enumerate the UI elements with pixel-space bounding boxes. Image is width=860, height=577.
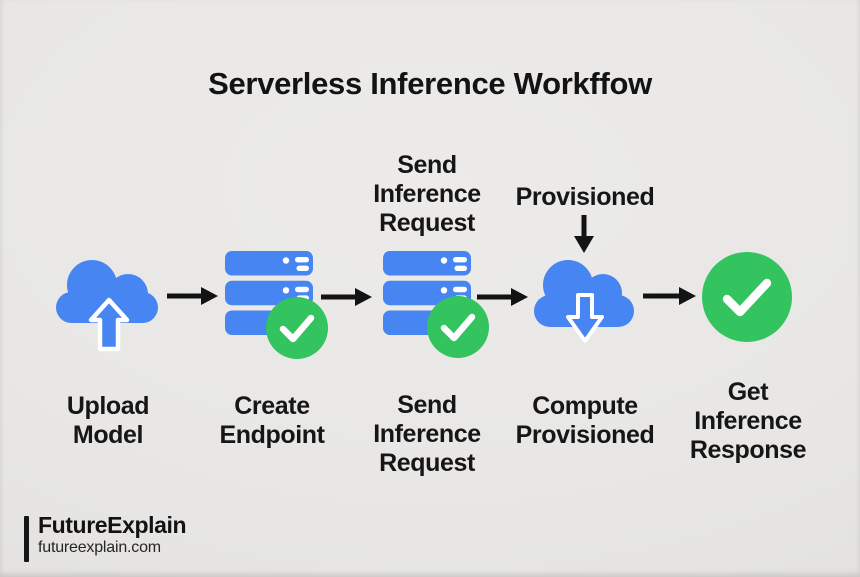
cloud-upload-icon xyxy=(52,252,162,352)
right-arrow-icon xyxy=(166,285,218,307)
check-badge-icon xyxy=(427,296,489,358)
success-check-icon xyxy=(702,252,792,342)
right-arrow-icon xyxy=(642,285,696,307)
step-label-send-inference-request: Send Inference Request xyxy=(373,391,481,477)
check-badge-icon xyxy=(266,297,328,359)
step-label-get-inference-response: Get Inference Response xyxy=(689,378,807,464)
page-title: Serverless Inference Workffow xyxy=(208,66,652,101)
step-label-compute-provisioned: Compute Provisioned xyxy=(515,392,655,449)
right-arrow-icon xyxy=(320,286,372,308)
footer-brand: FutureExplain futureexplain.com xyxy=(24,512,187,562)
brand-bar xyxy=(24,516,29,562)
step-label-upload-model: Upload Model xyxy=(66,392,150,449)
brand-website: futureexplain.com xyxy=(38,539,161,556)
right-arrow-icon xyxy=(476,286,528,308)
brand-name: FutureExplain xyxy=(38,512,187,538)
down-arrow-icon xyxy=(573,214,595,254)
annotation-provisioned: Provisioned xyxy=(515,183,655,211)
cloud-download-icon xyxy=(532,253,637,345)
step-label-create-endpoint: Create Endpoint xyxy=(219,392,325,449)
annotation-send-inference-request: Send Inference Request xyxy=(373,151,481,237)
